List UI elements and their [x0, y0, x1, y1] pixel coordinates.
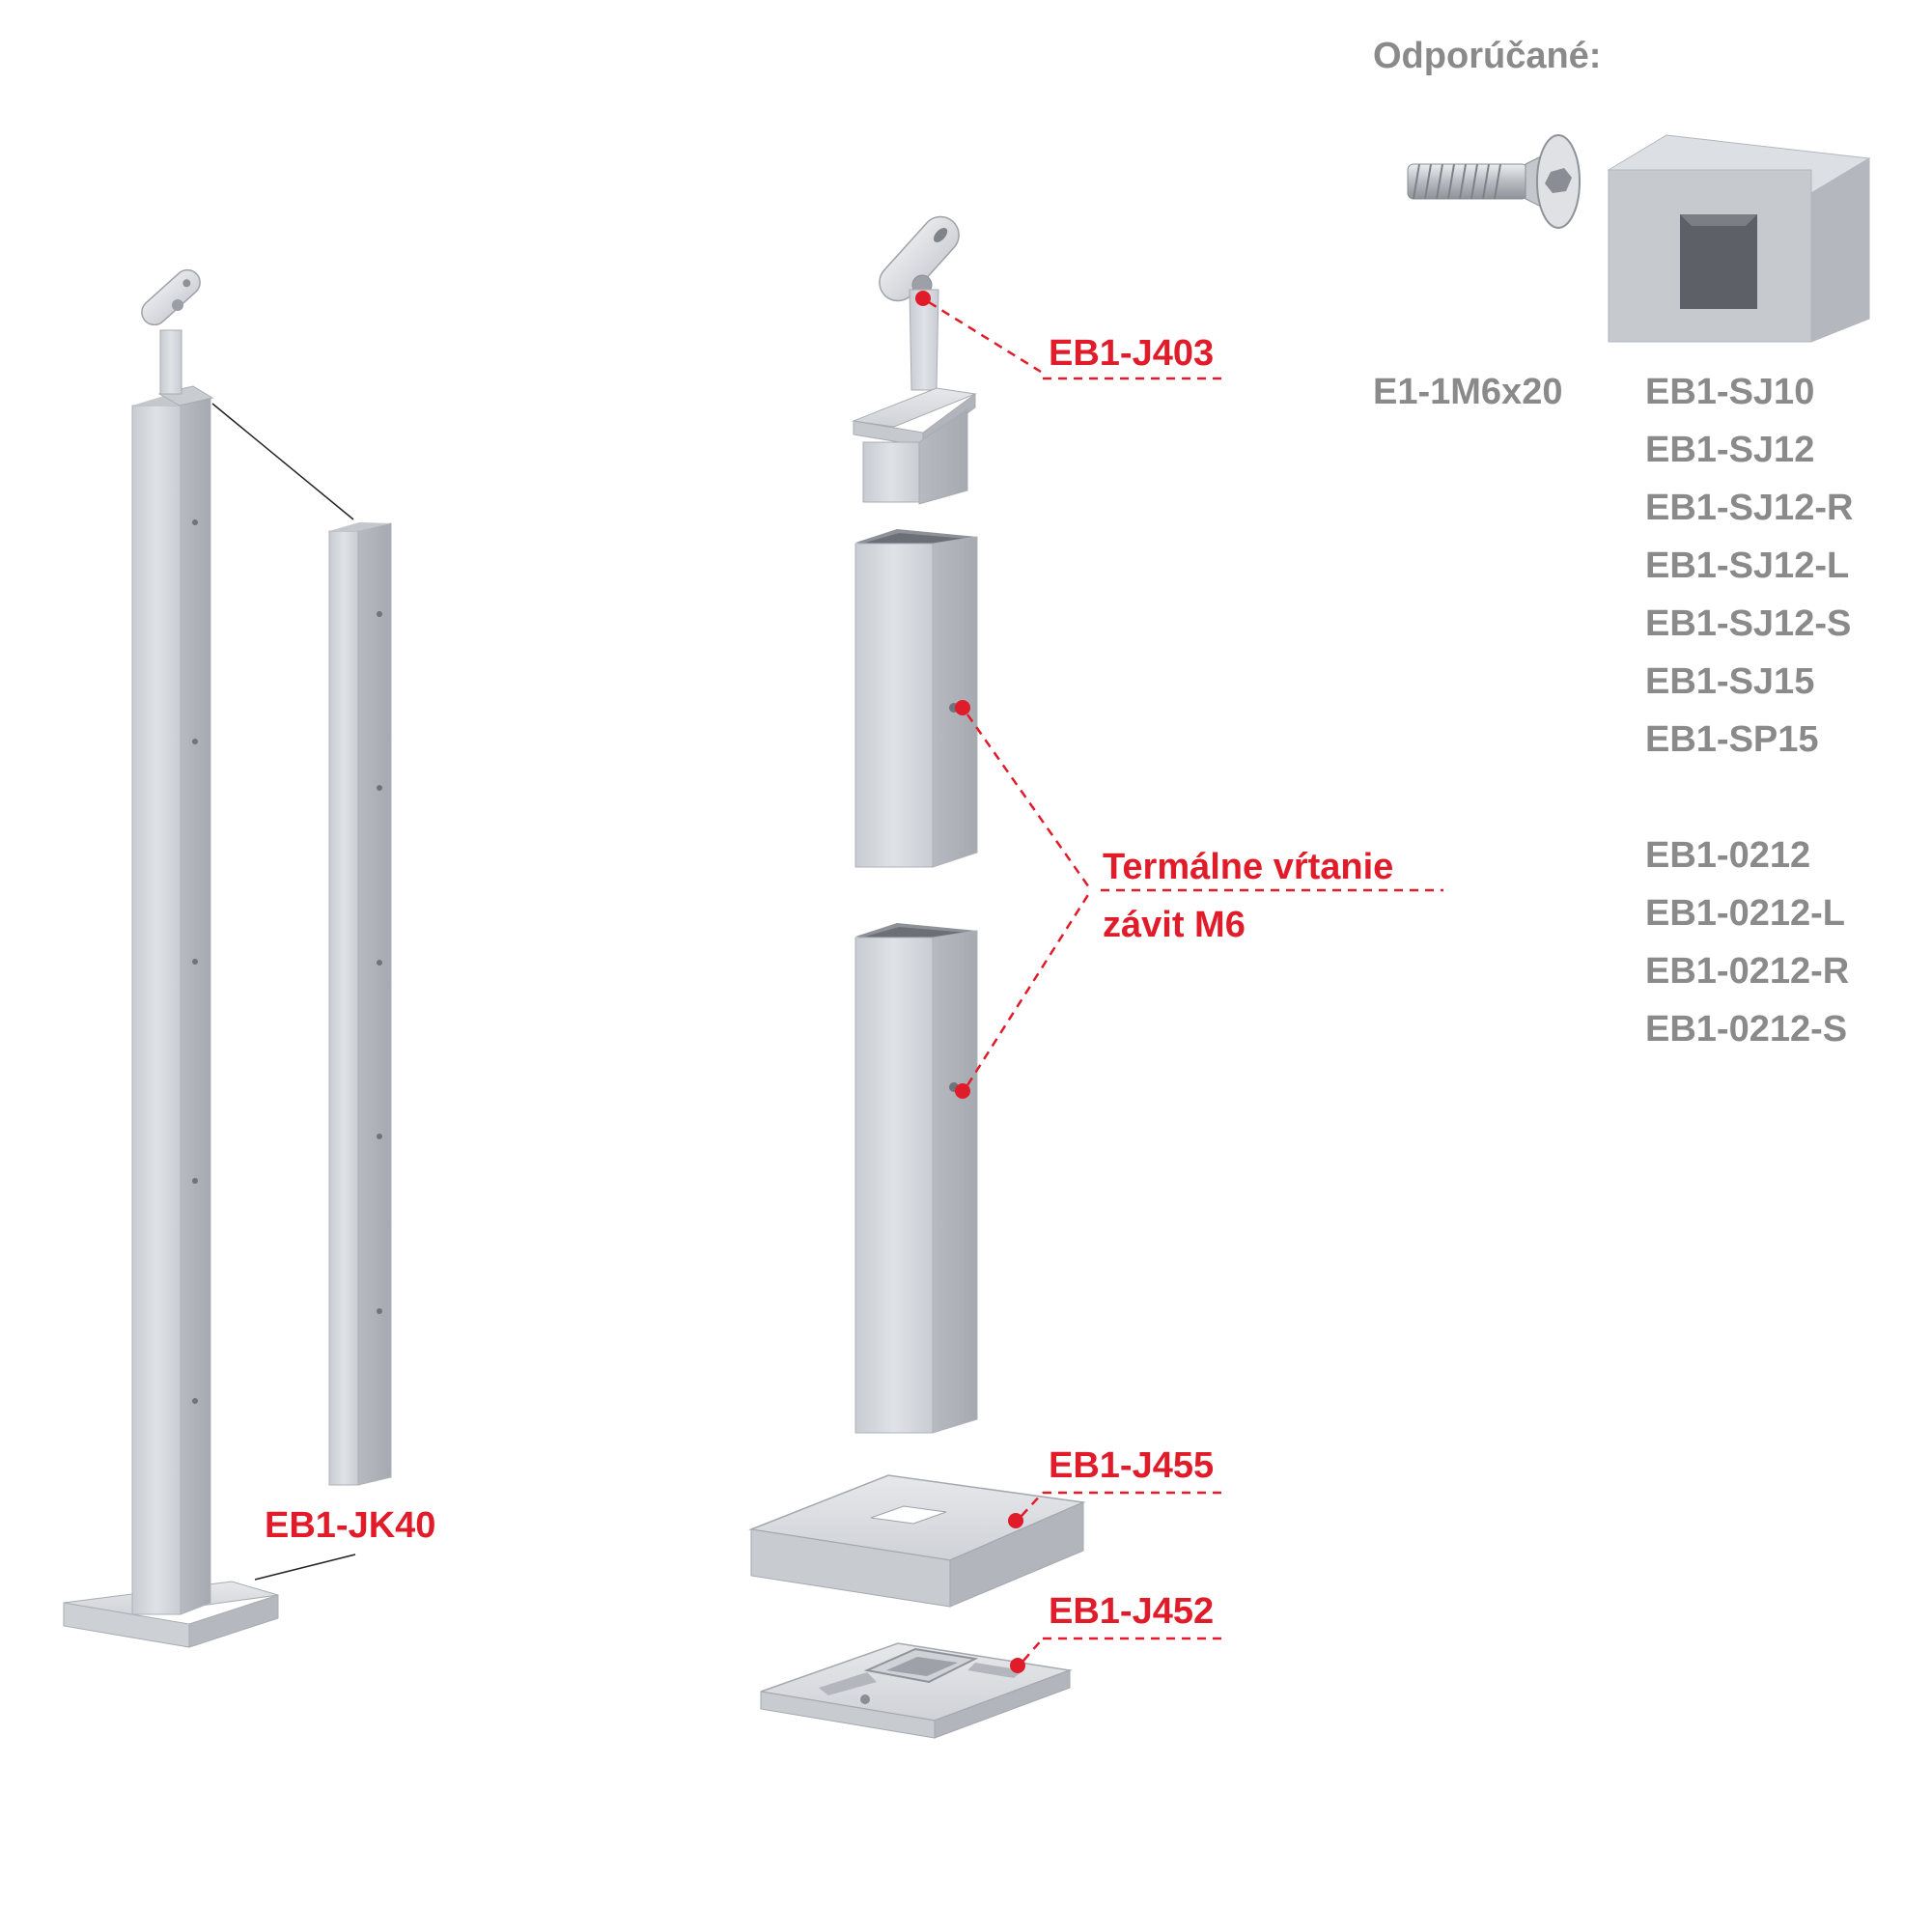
code-sj12-s: EB1-SJ12-S: [1645, 603, 1851, 644]
upper-tube-side: [932, 536, 978, 868]
handrail-holder-plug-front: [862, 441, 920, 503]
assembled-post-saddle: [141, 268, 201, 326]
screw-icon: [1407, 134, 1581, 229]
assembled-post-base-plate-side: [188, 1594, 279, 1648]
infill-tube-side: [357, 522, 392, 1486]
marker-j403: [915, 291, 931, 306]
code-sj10: EB1-SJ10: [1645, 372, 1814, 412]
label-cover-cap: EB1-J455: [1049, 1445, 1214, 1486]
base-flange-plate-side: [934, 1669, 1071, 1739]
handrail-holder-saddle: [879, 215, 960, 302]
recommended-heading: Odporúčané:: [1373, 36, 1601, 76]
lower-tube-front: [854, 937, 934, 1434]
lower-tube-side: [932, 930, 978, 1434]
upper-tube-front: [854, 543, 934, 868]
code-sj12-l: EB1-SJ12-L: [1645, 546, 1849, 586]
label-assembled-post: EB1-JK40: [265, 1505, 435, 1546]
infill-tube-front: [328, 530, 359, 1486]
leader-j452: [1022, 1638, 1044, 1662]
infill-tube-top: [329, 522, 391, 531]
assembled-post: [63, 268, 279, 1648]
leader-j403: [928, 300, 1042, 374]
leader-post-to-tube: [211, 403, 354, 520]
label-handrail-holder: EB1-J403: [1049, 333, 1214, 374]
lower-tube-segment: [854, 923, 978, 1434]
screw-code: E1-1M6x20: [1373, 372, 1562, 412]
leader-jk40: [254, 1554, 356, 1581]
code-0212: EB1-0212: [1645, 835, 1810, 876]
base-flange-socket-inner: [886, 1657, 958, 1676]
upper-tube-segment: [854, 529, 978, 868]
label-drilling-line1: Termálne vŕtanie: [1103, 847, 1393, 887]
assembled-post-stem: [159, 329, 182, 395]
base-flange: [760, 1642, 1073, 1739]
cover-cap: [748, 1474, 1086, 1608]
assembled-post-tube-front: [131, 405, 182, 1615]
base-flange-rib-right: [967, 1663, 1023, 1678]
label-base-flange: EB1-J452: [1049, 1591, 1214, 1632]
assembled-post-holes: [192, 519, 198, 1404]
block-icon: [1607, 134, 1871, 343]
label-drilling-line2: závit M6: [1103, 905, 1246, 945]
recommended-group2: EB1-0212 EB1-0212-L EB1-0212-R EB1-0212-…: [1645, 835, 1849, 1050]
code-sj12: EB1-SJ12: [1645, 430, 1814, 470]
cover-cap-side: [949, 1501, 1084, 1608]
handrail-holder: [852, 215, 977, 505]
code-sj12-r: EB1-SJ12-R: [1645, 488, 1853, 528]
code-0212-r: EB1-0212-R: [1645, 951, 1849, 992]
recommended-group1: EB1-SJ10 EB1-SJ12 EB1-SJ12-R EB1-SJ12-L …: [1645, 372, 1853, 760]
code-0212-l: EB1-0212-L: [1645, 893, 1845, 934]
base-flange-rib-left: [819, 1672, 877, 1695]
infill-tube-holes: [377, 611, 382, 1314]
code-sp15: EB1-SP15: [1645, 719, 1819, 760]
handrail-holder-plug-side: [918, 408, 968, 505]
marker-drill-upper: [955, 700, 970, 715]
leader-drill-upper: [966, 714, 1093, 891]
assembled-post-pivot: [172, 299, 183, 311]
code-0212-s: EB1-0212-S: [1645, 1009, 1847, 1050]
code-sj15: EB1-SJ15: [1645, 661, 1814, 702]
marker-j452: [1010, 1658, 1025, 1673]
cover-cap-hole: [870, 1505, 947, 1525]
leader-drill-lower: [966, 889, 1093, 1086]
marker-drill-lower: [955, 1083, 970, 1099]
marker-j455: [1008, 1513, 1023, 1528]
assembled-post-tube-side: [180, 397, 211, 1615]
leader-j455: [1021, 1492, 1044, 1517]
infill-tube: [328, 522, 392, 1486]
base-flange-bolt-hole: [860, 1694, 870, 1704]
